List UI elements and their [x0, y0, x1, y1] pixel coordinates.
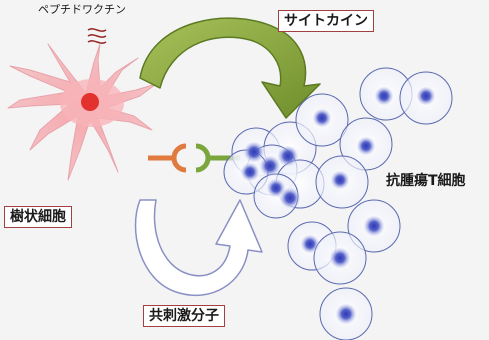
peptide-vaccine-label: ペプチドワクチン	[38, 3, 126, 16]
cytokine-arrow	[139, 17, 321, 119]
t-cell-nuclei	[241, 87, 435, 324]
cytokine-label: サイトカイン	[278, 10, 374, 32]
dendritic-cell	[7, 43, 157, 181]
dendritic-cell-nucleus	[81, 93, 99, 111]
antitumor-t-cell-label: 抗腫瘍T細胞	[386, 173, 466, 189]
dendritic-cell-label: 樹状細胞	[4, 206, 72, 228]
costimulation-arrow	[134, 199, 263, 297]
costimulatory-molecule-label: 共刺激分子	[143, 305, 225, 327]
t-cell-cluster	[223, 67, 453, 340]
peptide-vaccine-icon	[87, 28, 107, 44]
